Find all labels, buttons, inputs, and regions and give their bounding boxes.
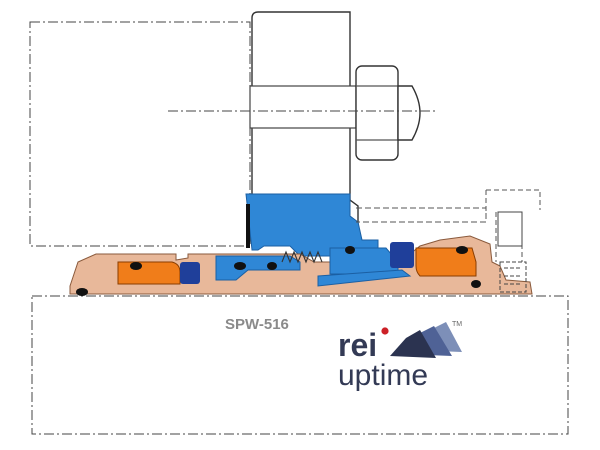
oring-small-6 — [456, 246, 468, 254]
brand-trademark: TM — [452, 321, 462, 328]
oring-left — [180, 262, 200, 284]
brand-logo: rei uptime TM — [338, 321, 462, 392]
hidden-screw-outline — [485, 189, 541, 262]
oring-small-1 — [76, 288, 88, 296]
shaft-outline — [31, 295, 569, 435]
collar-detail — [499, 261, 527, 293]
oring-small-4 — [267, 262, 277, 270]
spring — [281, 250, 323, 264]
oring-right — [390, 242, 414, 268]
bolt-tip — [397, 85, 421, 141]
logo-i-dot — [381, 327, 389, 335]
orange-insert-left — [117, 261, 181, 285]
oring-small-3 — [234, 262, 246, 270]
gasket-black — [246, 204, 250, 248]
housing-outline — [29, 21, 251, 247]
brand-uptime: uptime — [338, 359, 428, 392]
hidden-gland-outline — [356, 207, 487, 223]
brand-rei: rei — [338, 327, 377, 363]
oring-small-2 — [130, 262, 142, 270]
model-label: SPW-516 — [225, 316, 289, 333]
seal-gland-blue — [245, 193, 379, 257]
set-screw — [497, 211, 523, 247]
orange-insert-right — [415, 247, 477, 277]
wedge-ring-blue — [317, 269, 412, 287]
bolt-shank — [249, 85, 357, 129]
oring-small-7 — [471, 280, 481, 288]
stationary-ring-blue — [329, 247, 399, 275]
bolt-nut — [355, 65, 399, 161]
oring-small-5 — [345, 246, 355, 254]
logo-sail-front — [390, 330, 436, 358]
